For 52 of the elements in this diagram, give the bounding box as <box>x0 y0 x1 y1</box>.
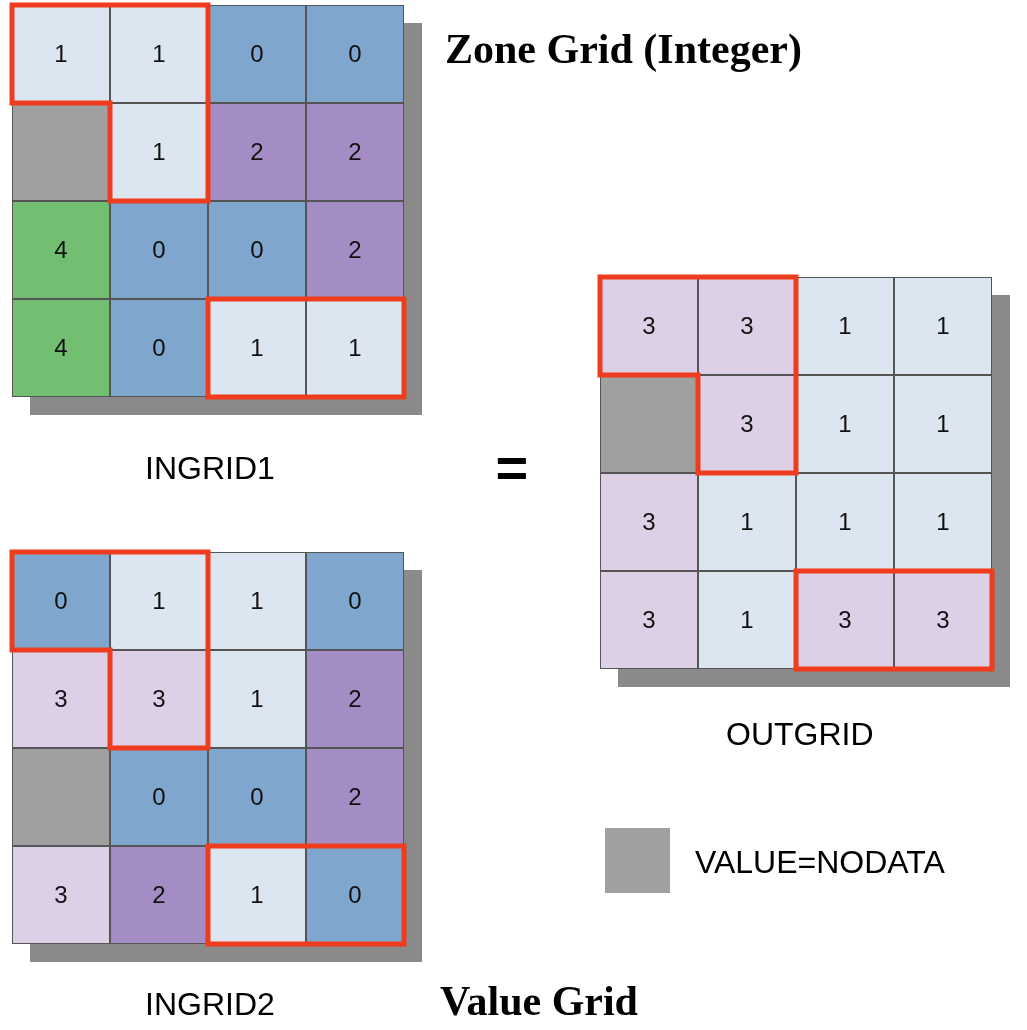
grid-caption: INGRID1 <box>145 452 275 484</box>
grid-cell: 1 <box>894 277 992 375</box>
grid-cell: 3 <box>698 277 796 375</box>
grid-cell: 0 <box>306 5 404 103</box>
grid-cell: 4 <box>12 299 110 397</box>
grid-cell: 1 <box>208 846 306 944</box>
grid-cell: 1 <box>698 473 796 571</box>
grid-cell: 1 <box>110 5 208 103</box>
grid-cell: 0 <box>306 846 404 944</box>
grid-cell: 1 <box>306 299 404 397</box>
grid-cell: 2 <box>110 846 208 944</box>
grid-cell: 0 <box>110 748 208 846</box>
legend-label: VALUE=NODATA <box>695 846 945 878</box>
grid-cell: 0 <box>208 201 306 299</box>
grid-cell: 1 <box>698 571 796 669</box>
grid-cell: 3 <box>110 650 208 748</box>
grid-cell: 4 <box>12 201 110 299</box>
grid-cell: 1 <box>894 375 992 473</box>
grid-cell: 3 <box>894 571 992 669</box>
grid-cell: 0 <box>208 5 306 103</box>
grid-cell: 1 <box>208 650 306 748</box>
grid-cell: 0 <box>110 299 208 397</box>
grid-cell: 1 <box>796 375 894 473</box>
grid-cell: 1 <box>208 552 306 650</box>
grid-cell: 1 <box>110 103 208 201</box>
grid-caption: OUTGRID <box>726 718 874 750</box>
equals-sign: = <box>495 440 529 496</box>
grid-cell: 2 <box>306 748 404 846</box>
grid-title: Value Grid <box>440 980 638 1022</box>
grid-cell: 3 <box>600 571 698 669</box>
grid-cell: 3 <box>698 375 796 473</box>
grid-title: Zone Grid (Integer) <box>445 28 802 70</box>
grid-cell: 2 <box>208 103 306 201</box>
grid-cell: 0 <box>306 552 404 650</box>
grid-cell: 3 <box>600 473 698 571</box>
grid-cell: 0 <box>12 552 110 650</box>
grid-caption: INGRID2 <box>145 988 275 1020</box>
grid-cell: 2 <box>306 650 404 748</box>
grid-cell: 1 <box>208 299 306 397</box>
grid-cell: 0 <box>110 201 208 299</box>
grid-cell: 1 <box>894 473 992 571</box>
grid-cell: 3 <box>600 277 698 375</box>
grid-cell: 1 <box>796 473 894 571</box>
grid-cell: 2 <box>306 201 404 299</box>
grid-cell: 0 <box>208 748 306 846</box>
grid-cell: 1 <box>12 5 110 103</box>
grid-cell: 3 <box>796 571 894 669</box>
grid-cell: 3 <box>12 650 110 748</box>
grid-cell: 1 <box>110 552 208 650</box>
grid-cell: 3 <box>12 846 110 944</box>
grid-cell: 1 <box>796 277 894 375</box>
grid-cell: 2 <box>306 103 404 201</box>
